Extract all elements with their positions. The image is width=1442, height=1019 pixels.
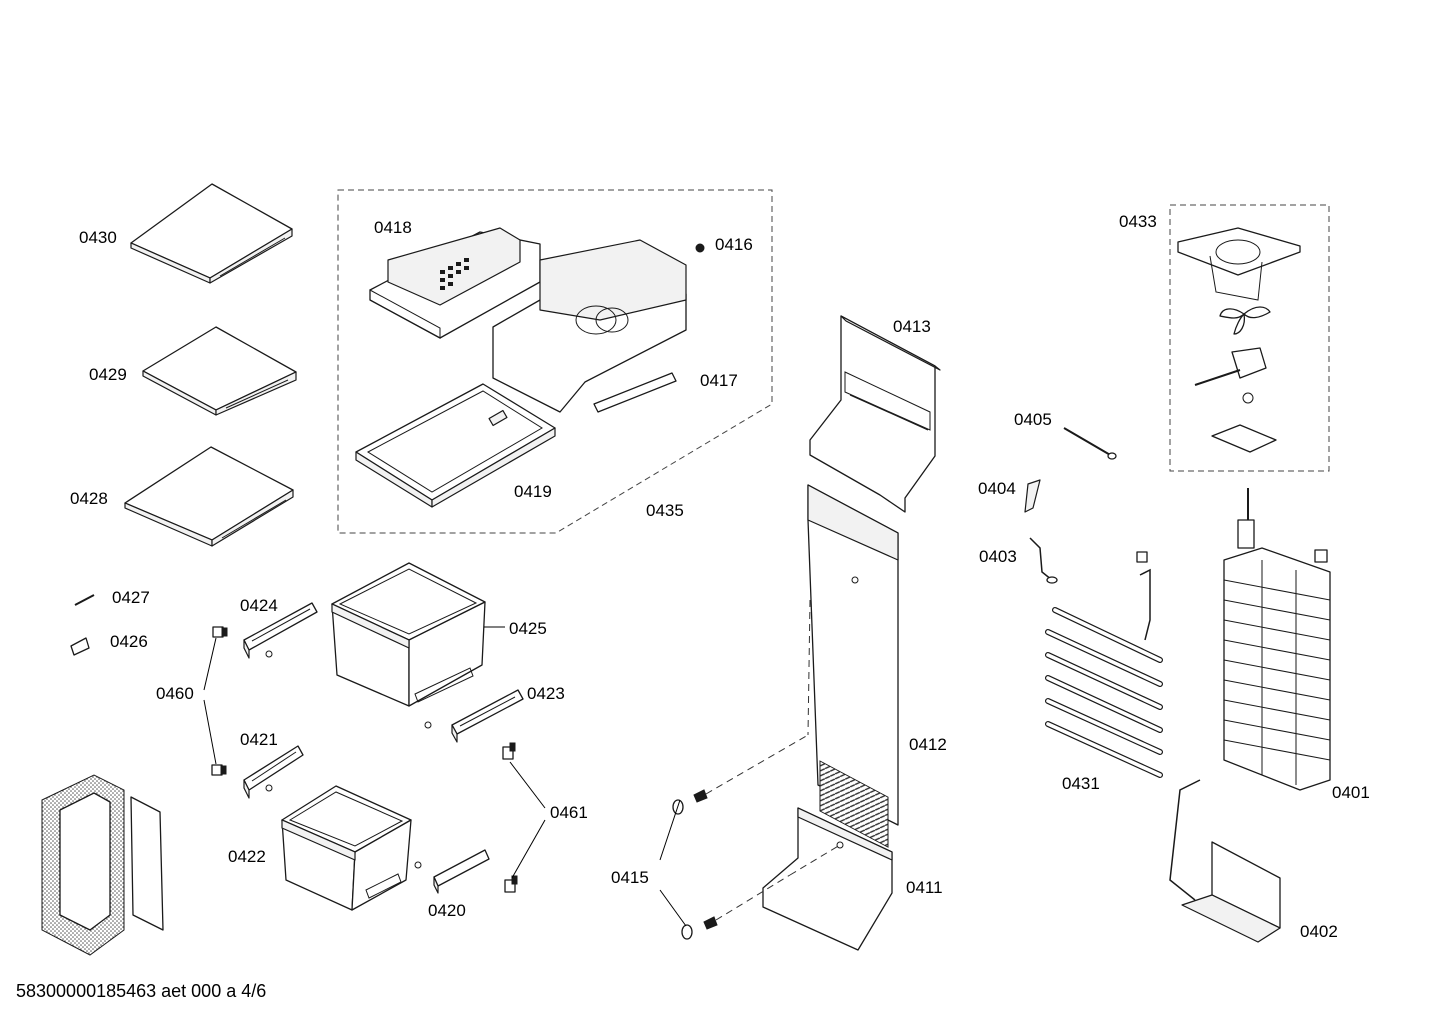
rail-0423[interactable]: [424, 689, 524, 743]
shelf-0430[interactable]: [130, 183, 293, 284]
duct-0413[interactable]: [809, 315, 941, 513]
label-0403: 0403: [979, 547, 1017, 566]
label-0411: 0411: [906, 878, 943, 897]
clip-0426[interactable]: [70, 637, 90, 656]
label-0429: 0429: [89, 365, 127, 384]
rail-0424[interactable]: [243, 602, 318, 659]
label-0424: 0424: [240, 596, 278, 615]
label-0422: 0422: [228, 847, 266, 866]
clip-0461-bottom[interactable]: [504, 875, 518, 893]
fan-group-0433[interactable]: [1169, 204, 1330, 472]
part-labels: 0430 0429 0428 0427 0426 0460 0424 0425 …: [70, 212, 1370, 941]
clip-0404[interactable]: [1024, 479, 1041, 513]
label-0461: 0461: [550, 803, 588, 822]
label-0405: 0405: [1014, 410, 1052, 429]
label-0426: 0426: [110, 632, 148, 651]
label-0417: 0417: [700, 371, 738, 390]
heater-0431[interactable]: [1045, 551, 1163, 778]
bin-0422[interactable]: [281, 785, 412, 911]
drain-tray-0402[interactable]: [1169, 779, 1281, 943]
sensor-0405[interactable]: [1063, 427, 1117, 460]
label-0419: 0419: [514, 482, 552, 501]
clip-0461-top[interactable]: [502, 742, 516, 760]
label-0401: 0401: [1332, 783, 1370, 802]
icemaker-group-0435[interactable]: [337, 189, 773, 534]
label-0420: 0420: [428, 901, 466, 920]
label-0415: 0415: [611, 868, 649, 887]
bin-0425[interactable]: [331, 562, 486, 707]
label-0435: 0435: [646, 501, 684, 520]
clip-0460-bottom[interactable]: [211, 764, 227, 776]
tray-0419[interactable]: [355, 383, 556, 508]
rail-0421[interactable]: [243, 745, 304, 799]
label-0402: 0402: [1300, 922, 1338, 941]
clip-0460-top[interactable]: [212, 626, 228, 638]
panel-0412[interactable]: [807, 484, 899, 848]
evaporator-0401[interactable]: [1223, 488, 1331, 791]
base-0411[interactable]: [762, 807, 893, 951]
sensor-0403[interactable]: [1029, 537, 1058, 584]
label-0418: 0418: [374, 218, 412, 237]
door-panel[interactable]: [41, 774, 164, 956]
label-0433: 0433: [1119, 212, 1157, 231]
label-0404: 0404: [978, 479, 1016, 498]
label-0413: 0413: [893, 317, 931, 336]
label-0460: 0460: [156, 684, 194, 703]
label-0427: 0427: [112, 588, 150, 607]
label-0412: 0412: [909, 735, 947, 754]
rail-0420[interactable]: [414, 849, 490, 894]
label-0430: 0430: [79, 228, 117, 247]
icemaker-0417[interactable]: [492, 239, 705, 413]
shelf-0428[interactable]: [124, 446, 294, 547]
document-id: 58300000185463 aet 000 a 4/6: [16, 981, 266, 1001]
label-0416: 0416: [715, 235, 753, 254]
shelf-0429[interactable]: [142, 326, 297, 416]
label-0431: 0431: [1062, 774, 1100, 793]
leader-lines: [203, 626, 687, 927]
label-0423: 0423: [527, 684, 565, 703]
label-0425: 0425: [509, 619, 547, 638]
label-0428: 0428: [70, 489, 108, 508]
pin-0427[interactable]: [74, 594, 95, 606]
label-0421: 0421: [240, 730, 278, 749]
